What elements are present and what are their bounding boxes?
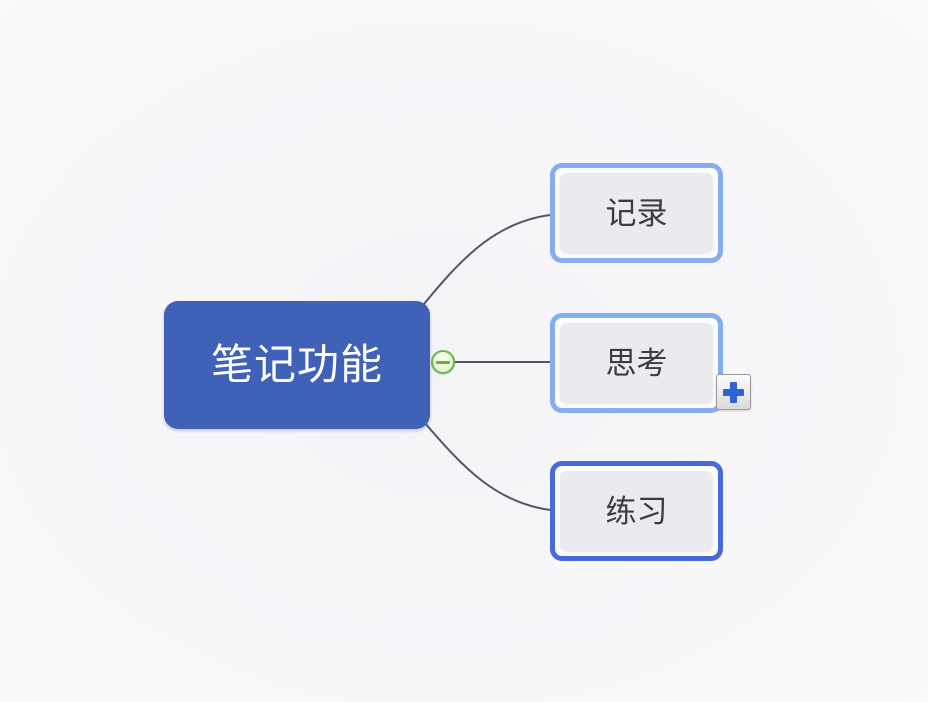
subtopic-think[interactable]: 思考 xyxy=(550,313,723,413)
subtopic-record[interactable]: 记录 xyxy=(550,163,723,263)
minus-icon xyxy=(436,360,450,364)
subtopic-practice[interactable]: 练习 xyxy=(550,461,723,561)
add-subtopic-button[interactable] xyxy=(716,374,751,410)
subtopic-record-body: 记录 xyxy=(560,173,713,253)
connector-top xyxy=(423,213,561,305)
collapse-toggle-button[interactable] xyxy=(431,350,455,374)
connector-bottom xyxy=(423,421,561,512)
subtopic-record-label: 记录 xyxy=(605,195,668,231)
subtopic-think-label: 思考 xyxy=(605,345,668,381)
subtopic-think-body: 思考 xyxy=(560,323,713,403)
plus-icon xyxy=(730,382,737,403)
subtopic-practice-label: 练习 xyxy=(605,493,668,529)
root-topic-label: 笔记功能 xyxy=(210,341,383,388)
subtopic-practice-body: 练习 xyxy=(560,471,713,551)
root-topic[interactable]: 笔记功能 xyxy=(164,301,430,429)
